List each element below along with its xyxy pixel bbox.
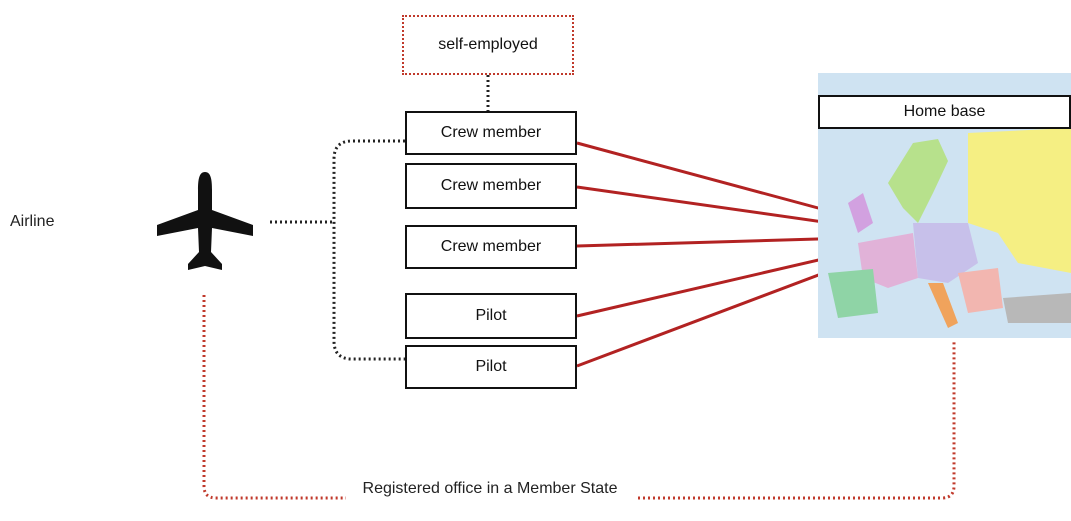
pilot-box-1: Pilot [405,293,577,339]
airplane-icon [157,172,253,270]
self-employed-box: self-employed [402,15,574,75]
home-base-label: Home base [818,95,1071,129]
crew-member-box-3: Crew member [405,225,577,269]
pilot-box-2: Pilot [405,345,577,389]
crew-member-box-1: Crew member [405,111,577,155]
airline-label: Airline [10,213,55,230]
registered-office-label: Registered office in a Member State [362,480,618,497]
crew-member-box-2: Crew member [405,163,577,209]
